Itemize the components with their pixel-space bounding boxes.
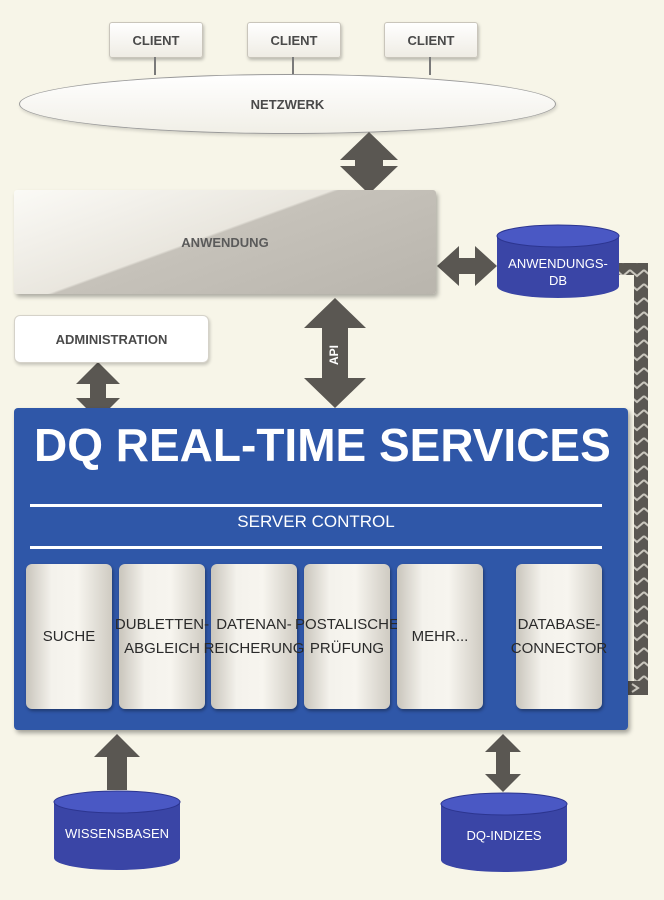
index-db: DQ-INDIZES <box>440 792 568 874</box>
client-label: CLIENT <box>270 32 318 48</box>
dq-services-panel: DQ REAL-TIME SERVICES SERVER CONTROL SUC… <box>14 408 628 730</box>
module-mehr: MEHR... <box>397 564 483 709</box>
divider <box>30 546 602 549</box>
client-box-2: CLIENT <box>247 22 341 58</box>
db-link-vertical <box>634 263 648 693</box>
administration-box: ADMINISTRATION <box>14 315 209 363</box>
app-db-label-line2: DB <box>548 273 568 288</box>
module-suche: SUCHE <box>26 564 112 709</box>
index-db-label: DQ-INDIZES <box>466 828 542 843</box>
app-db-label-line1: ANWENDUNGS- <box>508 256 608 271</box>
client-connector <box>154 57 156 75</box>
database-icon <box>496 224 620 298</box>
database-icon <box>440 792 568 872</box>
module-label: DATABASE- <box>517 615 601 633</box>
module-label: SUCHE <box>42 627 96 645</box>
module-label: DATENAN- <box>216 615 292 633</box>
network-label: NETZWERK <box>250 96 325 112</box>
dq-title: DQ REAL-TIME SERVICES <box>34 419 611 471</box>
client-connector <box>292 57 294 75</box>
application-label: ANWENDUNG <box>181 234 269 250</box>
app-db-arrow <box>437 246 497 286</box>
client-label: CLIENT <box>407 32 455 48</box>
application-box: ANWENDUNG <box>14 190 436 294</box>
module-label: CONNECTOR <box>510 639 608 657</box>
application-db: ANWENDUNGS- DB <box>496 224 620 300</box>
api-label: API <box>327 344 342 366</box>
database-icon <box>53 790 181 870</box>
module-label: POSTALISCHE <box>295 615 399 633</box>
admin-arrow <box>76 362 120 420</box>
knowledge-db: WISSENSBASEN <box>53 790 181 872</box>
module-label: ABGLEICH <box>124 639 200 657</box>
server-control-label: SERVER CONTROL <box>237 512 395 531</box>
module-datenanreicherung: DATENAN- REICHERUNG <box>204 564 304 709</box>
module-label: MEHR... <box>411 627 469 645</box>
module-label: PRÜFUNG <box>309 639 385 657</box>
client-label: CLIENT <box>132 32 180 48</box>
network-ellipse: NETZWERK <box>19 74 556 134</box>
index-arrow <box>485 734 521 792</box>
network-app-arrow <box>340 132 398 194</box>
administration-label: ADMINISTRATION <box>55 331 168 347</box>
module-dubletten: DUBLETTEN- ABGLEICH <box>115 564 209 709</box>
client-box-1: CLIENT <box>109 22 203 58</box>
module-label: REICHERUNG <box>203 639 305 657</box>
api-label-wrap: API <box>326 340 346 370</box>
client-box-3: CLIENT <box>384 22 478 58</box>
module-label: DUBLETTEN- <box>114 615 210 633</box>
client-connector <box>429 57 431 75</box>
knowledge-db-label: WISSENSBASEN <box>64 826 170 841</box>
api-arrow <box>304 298 366 408</box>
divider <box>30 504 602 507</box>
knowledge-arrow <box>94 734 140 790</box>
module-postalisch: POSTALISCHE PRÜFUNG <box>295 564 399 709</box>
module-database-connector: DATABASE- CONNECTOR <box>511 564 607 709</box>
